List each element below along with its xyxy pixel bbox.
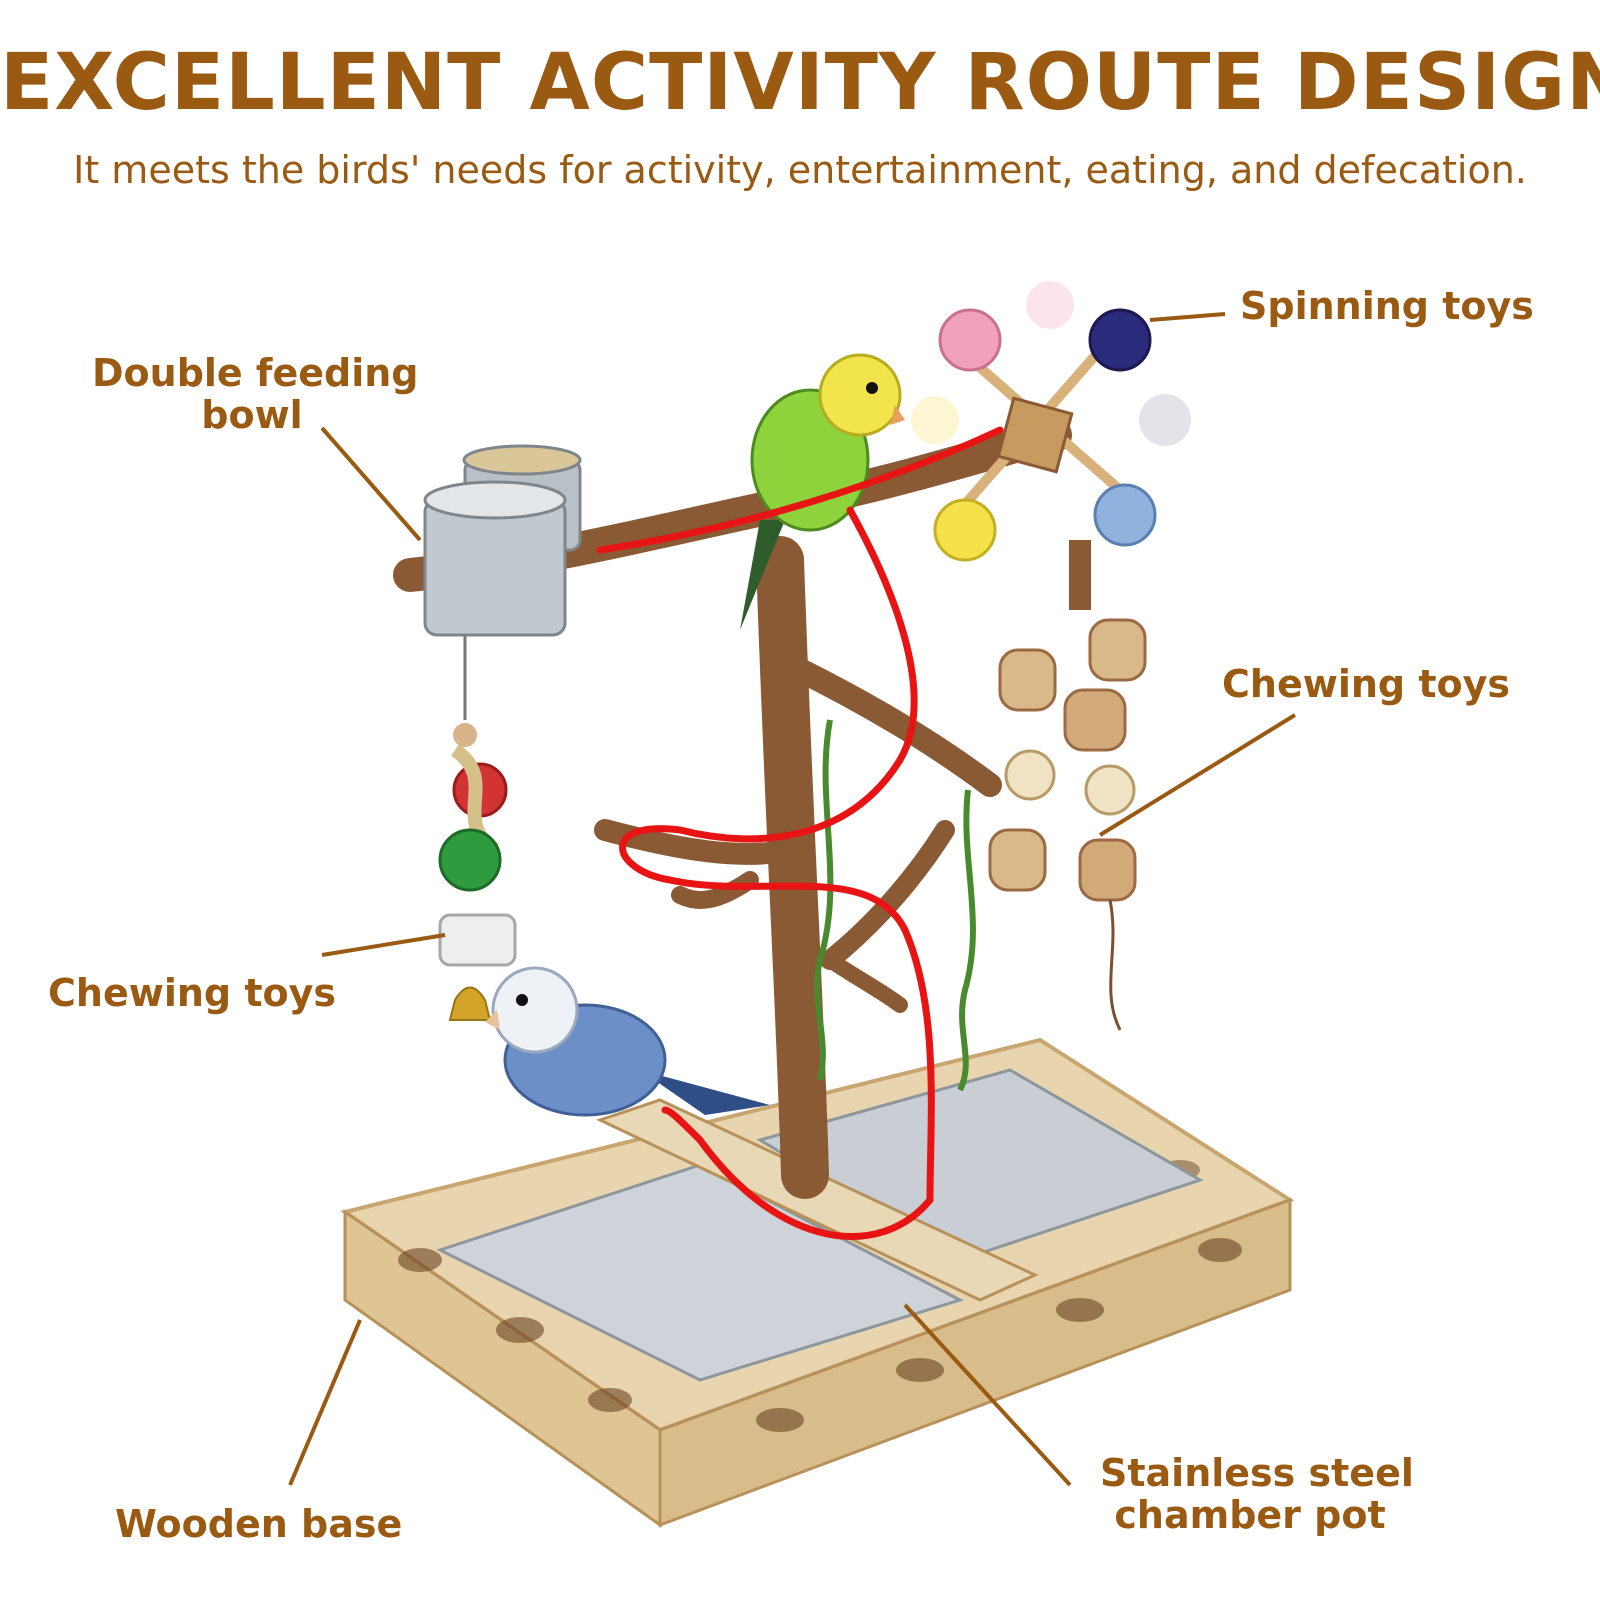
chewing-toys-left — [438, 635, 517, 1021]
page-title: EXCELLENT ACTIVITY ROUTE DESIGN — [0, 38, 1600, 128]
feeding-bowls — [423, 444, 582, 637]
label-double-feeding-bowl-line1: Double feeding — [92, 351, 419, 395]
leader-lines — [288, 312, 1297, 1487]
label-chewing-toys-right: Chewing toys — [1222, 662, 1510, 706]
label-stainless-line2: chamber pot — [1114, 1493, 1386, 1537]
label-double-feeding-bowl-line2: bowl — [201, 393, 303, 437]
activity-route-line — [596, 426, 1004, 1240]
page-subtitle: It meets the birds' needs for activity, … — [73, 148, 1527, 192]
label-stainless-steel-chamber-pot: Stainless steel chamber pot — [1100, 1451, 1414, 1537]
spinning-toy — [911, 281, 1191, 562]
chewing-toys-right — [988, 540, 1147, 1031]
hanging-vines — [814, 719, 976, 1092]
stainless-steel-tray — [436, 1068, 1204, 1382]
label-stainless-line1: Stainless steel — [1100, 1451, 1414, 1495]
blue-budgie — [485, 966, 770, 1117]
label-spinning-toys: Spinning toys — [1240, 284, 1534, 328]
label-double-feeding-bowl: Double feeding bowl — [92, 351, 419, 437]
label-chewing-toys-left: Chewing toys — [48, 971, 336, 1015]
label-wooden-base: Wooden base — [115, 1502, 403, 1546]
